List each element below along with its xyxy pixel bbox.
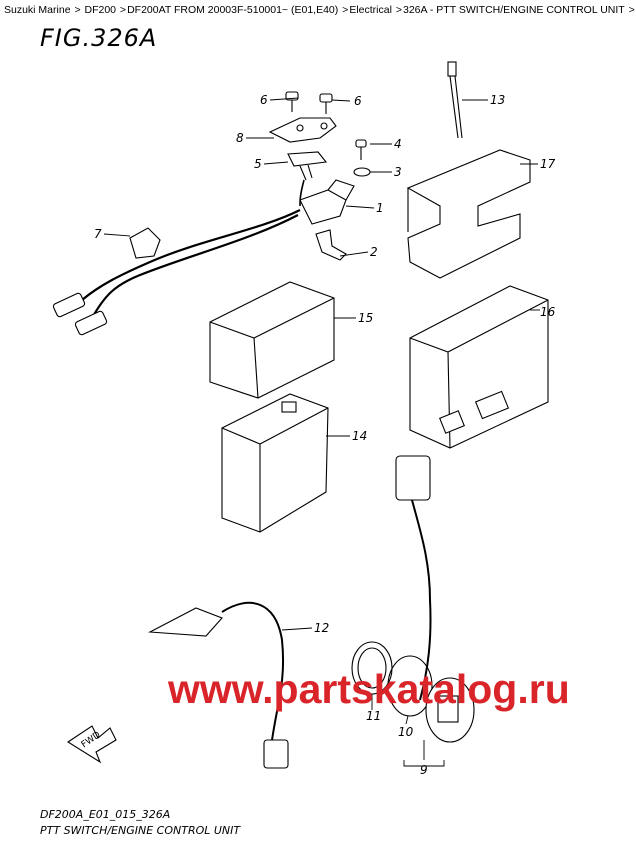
harness-clamp[interactable] — [129, 227, 161, 259]
watermark: www.partskatalog.ru — [168, 666, 570, 712]
breadcrumb-link-brand[interactable]: Suzuki Marine — [4, 4, 71, 16]
callout-number: 6 — [354, 94, 362, 108]
callout-number: 7 — [94, 227, 102, 241]
o-ring[interactable] — [351, 641, 393, 695]
breadcrumb-link-category[interactable]: Electrical — [349, 4, 392, 16]
switch-wire — [299, 179, 305, 207]
breadcrumb-link-variant[interactable]: DF200AT FROM 20003F-510001~ (E01,E40) — [127, 4, 339, 16]
harness-connector[interactable] — [299, 179, 355, 225]
lead-wire[interactable] — [395, 455, 432, 701]
screw-right[interactable] — [319, 93, 333, 114]
socket-assy[interactable] — [425, 677, 475, 743]
breadcrumb-link-model[interactable]: DF200 — [84, 4, 117, 16]
callout-number: 9 — [420, 763, 428, 777]
ecu-cover[interactable] — [406, 149, 531, 279]
figure-code: DF200A_E01_015_326A — [40, 808, 171, 821]
terminal-bolt[interactable] — [315, 229, 347, 261]
callout-number: 2 — [370, 245, 378, 259]
screw-left[interactable] — [285, 91, 299, 112]
wire-harness-branch — [91, 214, 299, 319]
callout-number: 15 — [358, 311, 373, 325]
callout-bracket — [403, 760, 445, 767]
breadcrumb: Suzuki Marine > DF200 >DF200AT FROM 2000… — [4, 4, 635, 16]
cable-tie[interactable] — [447, 61, 463, 139]
seal-ring[interactable] — [387, 655, 433, 717]
bracket-hole — [320, 122, 328, 130]
harness-plug[interactable] — [52, 292, 108, 336]
figure-caption: PTT SWITCH/ENGINE CONTROL UNIT — [40, 824, 241, 837]
switch-lead[interactable] — [148, 601, 289, 769]
breadcrumb-link-figure[interactable]: 326A - PTT SWITCH/ENGINE CONTROL UNIT — [403, 4, 625, 16]
callout-number: 5 — [254, 157, 262, 171]
callout-number: 13 — [490, 93, 505, 107]
callout-number: 16 — [540, 305, 556, 319]
callout-number: 3 — [394, 165, 402, 179]
control-module[interactable] — [221, 393, 329, 533]
callout-number: 12 — [314, 621, 329, 635]
callout-number: 10 — [398, 725, 414, 739]
relay-box[interactable] — [209, 281, 335, 399]
callout-number: 4 — [394, 137, 402, 151]
callout-number: 8 — [236, 131, 244, 145]
screw-small[interactable] — [355, 139, 367, 160]
engine-control-unit[interactable] — [409, 285, 549, 449]
callout-number: 17 — [540, 157, 556, 171]
callout-number: 11 — [366, 709, 381, 723]
figure-title: FIG.326A — [40, 24, 158, 52]
wire-harness[interactable] — [81, 209, 301, 301]
parts-diagram: 1 2 3 4 5 6 6 7 8 9 10 11 12 13 14 15 16… — [52, 61, 556, 777]
washer[interactable] — [353, 167, 371, 177]
callout-number: 1 — [376, 201, 384, 215]
bracket-hole — [296, 124, 304, 132]
ptt-switch[interactable] — [287, 151, 328, 181]
bracket[interactable] — [268, 117, 337, 143]
fwd-arrow-icon — [66, 725, 117, 764]
callout-number: 14 — [352, 429, 367, 443]
callout-number: 6 — [260, 93, 268, 107]
callout-leaders — [103, 97, 540, 760]
